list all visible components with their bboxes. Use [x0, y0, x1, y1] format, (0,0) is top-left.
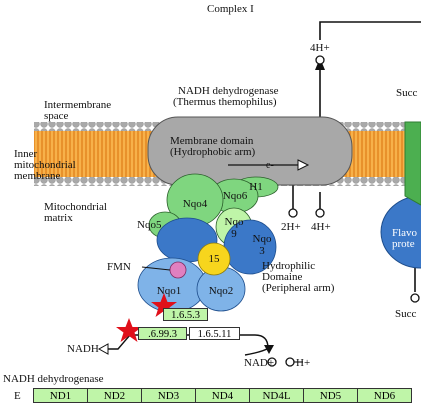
flavoprotein-blob	[380, 195, 421, 269]
proton-label-2h: 2H+	[281, 221, 301, 233]
succ-bottom-label: Succ	[395, 308, 417, 320]
enzyme-title-line1: NADH dehydrogenase	[178, 85, 279, 97]
enzyme-title-line2: (Thermus themophilus)	[173, 96, 277, 108]
subunit-nqo9-label-a: Nqo	[224, 216, 244, 228]
nadh-label: NADH	[67, 343, 99, 355]
fmn-label: FMN	[107, 261, 131, 273]
subunit-nqo4-label: Nqo4	[182, 198, 208, 210]
subunit-nqo6-label: Nqo6	[222, 190, 248, 202]
gene-nd4l[interactable]: ND4L	[249, 388, 304, 403]
ec-1-6-5-11-box[interactable]: 1.6.5.11	[189, 327, 240, 340]
inner-membrane-label-2: mitochondrial	[14, 159, 76, 171]
subunit-nqo2-label: Nqo2	[208, 285, 234, 297]
electron-label: e-	[266, 160, 274, 171]
intermembrane-label-1: Intermembrane	[44, 99, 112, 111]
flavoprotein-label-1: Flavo	[392, 227, 418, 239]
hydrophilic-label-3: (Peripheral arm)	[262, 282, 335, 294]
matrix-label-2: matrix	[44, 212, 73, 224]
gene-row: ND1 ND2 ND3 ND4 ND4L ND5 ND6	[33, 388, 412, 403]
gene-nd5[interactable]: ND5	[303, 388, 358, 403]
succ-top-label: Succ	[396, 87, 418, 99]
complex-title: Complex I	[207, 3, 254, 15]
gene-nd4[interactable]: ND4	[195, 388, 250, 403]
footer-row-label: E	[14, 390, 21, 402]
h-plus-label: H+	[296, 357, 311, 369]
right-membrane-protein	[404, 121, 421, 206]
nadh-circle-arrow	[97, 343, 109, 355]
subunit-nqo9-label-b: 9	[231, 228, 237, 240]
subunit-nqo5-label: Nqo5	[137, 219, 162, 231]
nad-arrowhead	[264, 345, 274, 354]
star-marker-2	[116, 318, 142, 342]
fmn-dot	[169, 261, 187, 279]
ec-1-6-99-3-box[interactable]: .6.99.3	[138, 327, 187, 340]
subunit-nqo3-label-b: 3	[259, 245, 265, 257]
gene-nd1[interactable]: ND1	[33, 388, 88, 403]
hydrophilic-label-1: Hydrophilic	[262, 260, 316, 272]
hydrophilic-label-2: Domaine	[262, 271, 303, 283]
subunits	[137, 173, 279, 313]
inner-membrane-label-1: Inner	[14, 148, 38, 160]
gene-nd3[interactable]: ND3	[141, 388, 196, 403]
inner-membrane-label-3: membrane	[14, 170, 61, 182]
intermembrane-label-2: space	[44, 110, 69, 122]
proton-label-4h: 4H+	[311, 221, 331, 233]
subunit-h1-label: H1	[249, 181, 263, 193]
gene-nd2[interactable]: ND2	[87, 388, 142, 403]
subunit-15	[197, 242, 231, 276]
matrix-label-1: Mitochondrial	[44, 201, 107, 213]
flavoprotein-label-2: prote	[392, 238, 415, 250]
ec-1-6-5-3-box[interactable]: 1.6.5.3	[163, 308, 208, 321]
nad-label: NAD+	[244, 357, 275, 369]
h-circles	[288, 55, 420, 303]
electron-arrowhead	[297, 159, 310, 171]
membrane-domain-label-1: Membrane domain	[170, 135, 254, 147]
subunit-15-label: 15	[208, 253, 220, 265]
proton-label-top: 4H+	[310, 42, 330, 54]
membrane-domain-label-2: (Hydrophobic arm)	[170, 146, 256, 158]
subunit-nqo3-label-a: Nqo	[252, 233, 272, 245]
gene-nd6[interactable]: ND6	[357, 388, 412, 403]
footer-title: NADH dehydrogenase	[3, 373, 104, 385]
subunit-nqo1-label: Nqo1	[156, 285, 182, 297]
fmn-line	[141, 266, 171, 271]
nad-circles	[267, 357, 295, 367]
